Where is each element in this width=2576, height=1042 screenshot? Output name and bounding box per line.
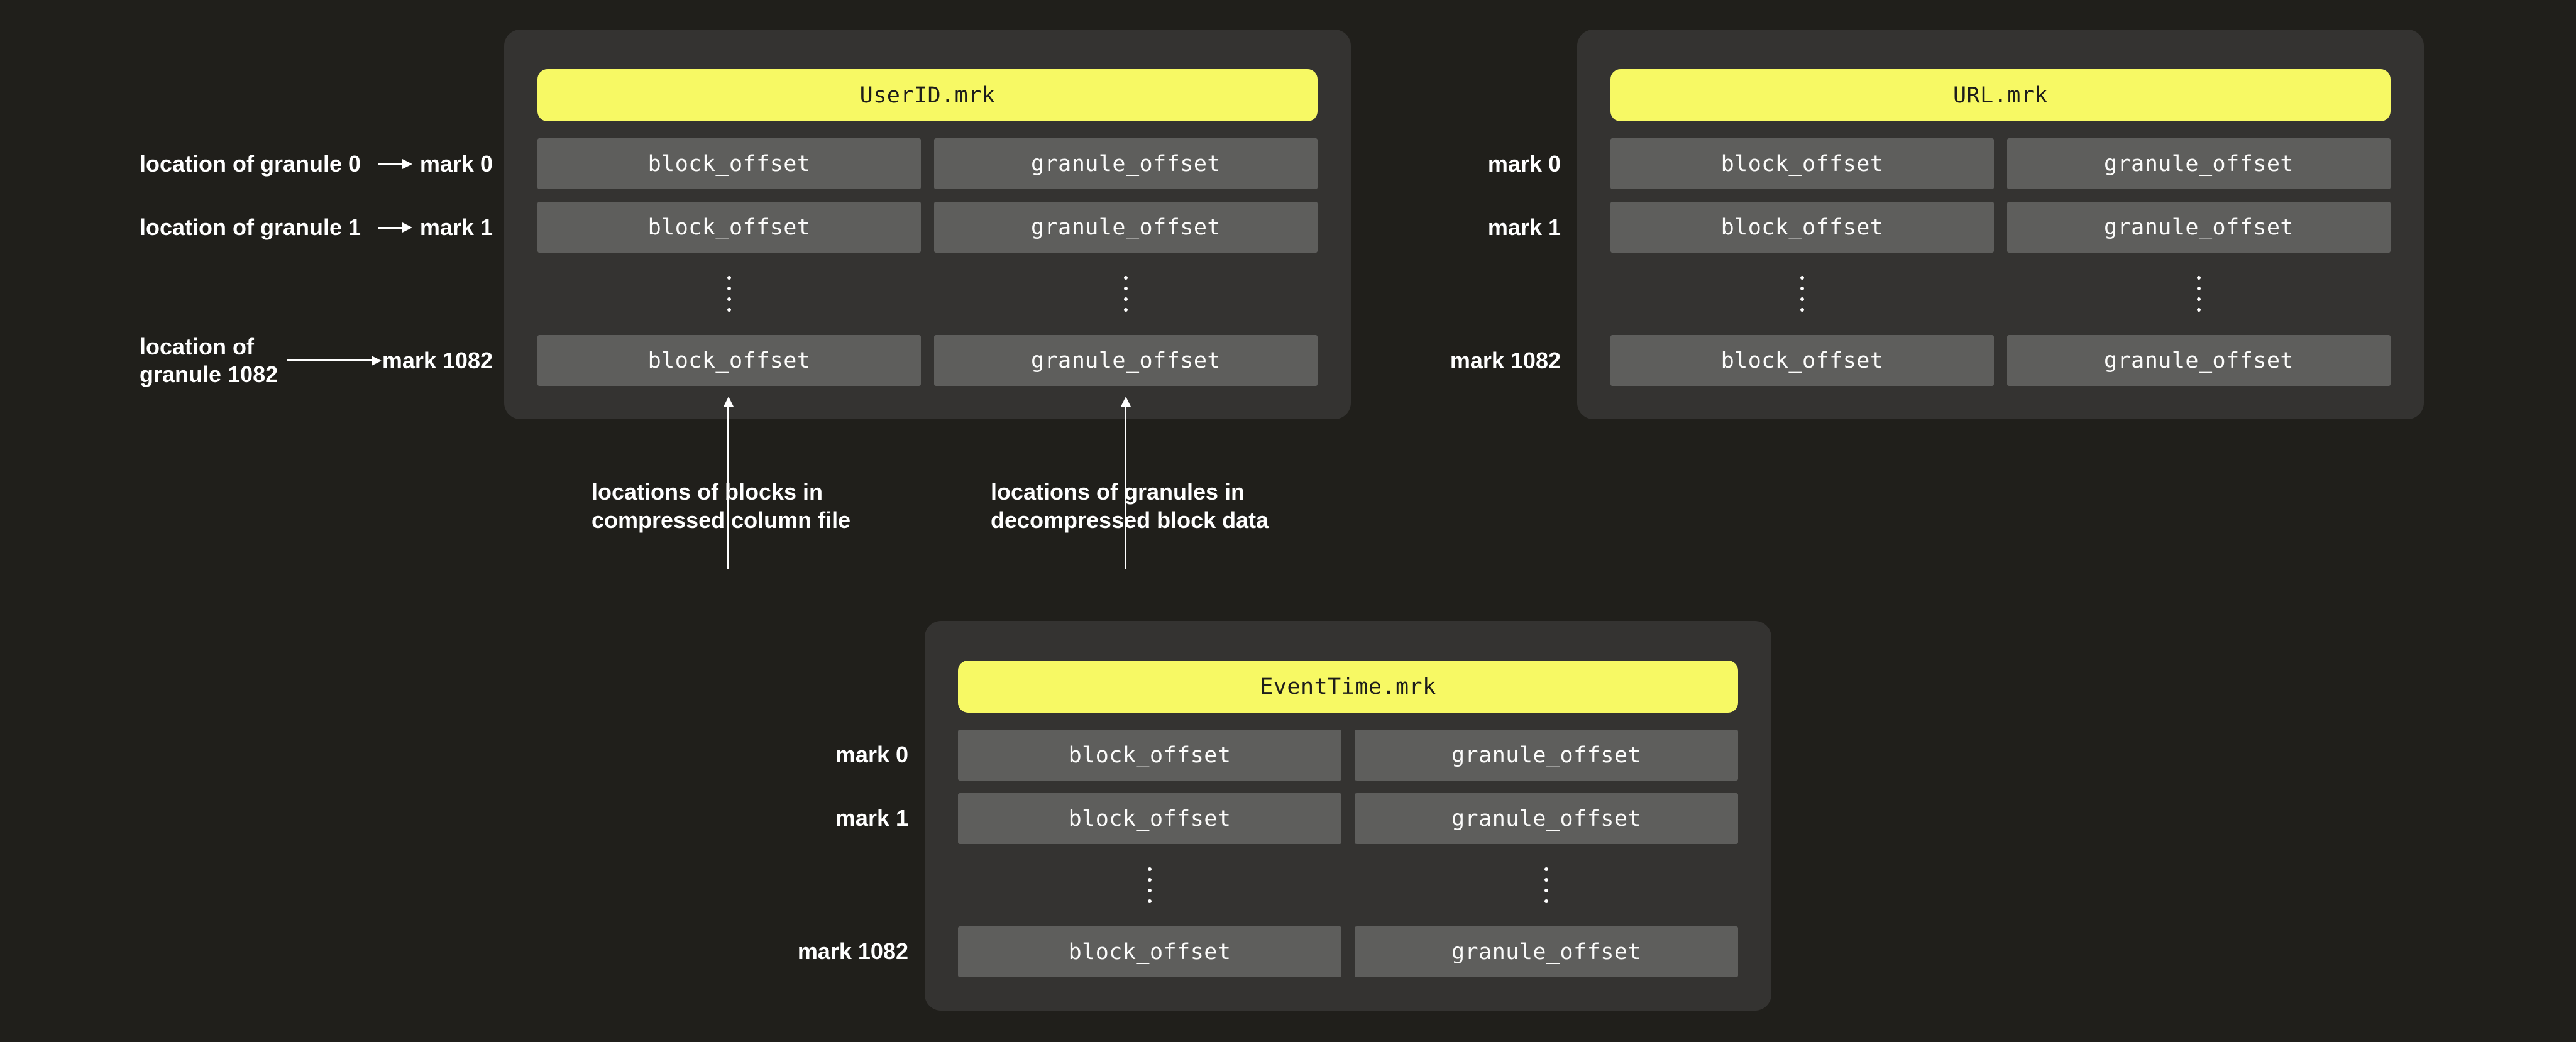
mark-row-0: block_offset granule_offset [1610, 138, 2391, 189]
arrow-up-icon [1125, 405, 1126, 569]
arrow-right-icon [287, 359, 373, 361]
mark1-label: mark 1 [1487, 214, 1561, 240]
mark1-label: mark 1 [835, 805, 908, 831]
block-offset-cell: block_offset [537, 335, 921, 386]
mark-row-0: block_offset granule_offset [537, 138, 1318, 189]
granules-callout: locations of granules in decompressed bl… [991, 479, 1269, 533]
block-offset-cell: block_offset [958, 926, 1341, 977]
mark0-label: mark 0 [419, 151, 493, 177]
granule-offset-cell: granule_offset [2007, 138, 2391, 189]
granule1-label: location of granule 1 [140, 214, 361, 240]
ellipsis-dots-icon [1355, 867, 1738, 903]
mark-row-1: block_offset granule_offset [958, 793, 1738, 844]
ellipsis-dots-icon [934, 276, 1318, 312]
granule-offset-cell: granule_offset [1355, 926, 1738, 977]
mark-row-1: block_offset granule_offset [537, 202, 1318, 253]
granule1082-annotation: location of granule 1082 mark 1082 [140, 332, 493, 388]
url-mrk-panel: URL.mrk block_offset granule_offset bloc… [1577, 30, 2424, 419]
mark0-label: mark 0 [835, 742, 908, 767]
block-offset-cell: block_offset [537, 202, 921, 253]
mark1-label: mark 1 [419, 214, 493, 240]
arrow-right-icon [377, 163, 403, 165]
url-mrk-title: URL.mrk [1610, 69, 2391, 121]
block-offset-cell: block_offset [1610, 335, 1994, 386]
ellipsis-row [958, 844, 1738, 926]
granule-offset-cell: granule_offset [2007, 202, 2391, 253]
granule-offset-cell: granule_offset [934, 202, 1318, 253]
ellipsis-row [1610, 253, 2391, 335]
mark1082-label: mark 1082 [1450, 348, 1561, 373]
ellipsis-row [537, 253, 1318, 335]
mark-row-1082: block_offset granule_offset [958, 926, 1738, 977]
mark1082-label: mark 1082 [382, 347, 493, 373]
mark-row-0: block_offset granule_offset [958, 730, 1738, 781]
eventtime-mrk-title: EventTime.mrk [958, 661, 1738, 713]
block-offset-cell: block_offset [958, 793, 1341, 844]
mark-row-1082: block_offset granule_offset [1610, 335, 2391, 386]
arrow-up-icon [727, 405, 729, 569]
block-offset-cell: block_offset [537, 138, 921, 189]
userid-mrk-panel: UserID.mrk block_offset granule_offset b… [504, 30, 1351, 419]
granule1-annotation: location of granule 1 mark 1 [140, 214, 493, 241]
mark-row-1082: block_offset granule_offset [537, 335, 1318, 386]
blocks-callout: locations of blocks in compressed column… [592, 479, 851, 533]
block-offset-cell: block_offset [1610, 138, 1994, 189]
ellipsis-dots-icon [2007, 276, 2391, 312]
granule0-annotation: location of granule 0 mark 0 [140, 150, 493, 178]
granule-offset-cell: granule_offset [1355, 730, 1738, 781]
mark0-label: mark 0 [1487, 151, 1561, 177]
granule-offset-cell: granule_offset [934, 335, 1318, 386]
eventtime-mrk-panel: EventTime.mrk block_offset granule_offse… [925, 621, 1771, 1011]
granule-offset-cell: granule_offset [934, 138, 1318, 189]
ellipsis-dots-icon [1610, 276, 1994, 312]
userid-mrk-title: UserID.mrk [537, 69, 1318, 121]
granule0-label: location of granule 0 [140, 151, 361, 177]
granule-offset-cell: granule_offset [1355, 793, 1738, 844]
arrow-right-icon [377, 226, 403, 229]
block-offset-cell: block_offset [958, 730, 1341, 781]
granule-offset-cell: granule_offset [2007, 335, 2391, 386]
mark-row-1: block_offset granule_offset [1610, 202, 2391, 253]
granule1082-label: location of granule 1082 [140, 333, 278, 387]
ellipsis-dots-icon [537, 276, 921, 312]
mark1082-label: mark 1082 [797, 938, 908, 964]
ellipsis-dots-icon [958, 867, 1341, 903]
block-offset-cell: block_offset [1610, 202, 1994, 253]
